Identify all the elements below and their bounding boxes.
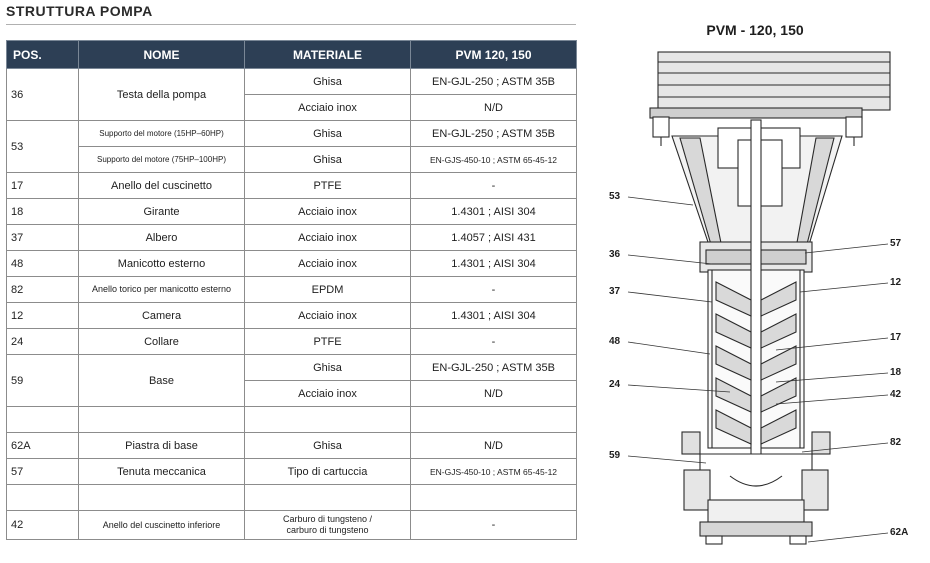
callout-37: 37 (609, 286, 621, 297)
diagram-title: PVM - 120, 150 (706, 22, 804, 38)
cell-nome: Base (78, 354, 245, 407)
cell-nome: Piastra di base (78, 432, 245, 459)
cell-nome: Supporto del motore (15HP–60HP) (78, 120, 245, 147)
callout-24: 24 (609, 379, 621, 390)
motor-housing (649, 51, 891, 119)
table-row (6, 406, 577, 433)
table-row: 17 Anello del cuscinetto PTFE - (6, 172, 577, 199)
leader-lines (627, 196, 889, 543)
cell-pvm: 1.4301 ; AISI 304 (410, 250, 577, 277)
cell-materiale: Acciaio inox (244, 224, 411, 251)
cell-materiale: Tipo di cartuccia (244, 458, 411, 485)
callout-36: 36 (609, 249, 621, 260)
cell-pos: 48 (6, 250, 79, 277)
header-nome: NOME (78, 40, 245, 69)
shaft (750, 119, 762, 481)
cell-pvm: EN-GJL-250 ; ASTM 35B (410, 354, 577, 381)
cell-materiale: Acciaio inox (244, 94, 411, 121)
cell-pvm: EN-GJL-250 ; ASTM 35B (410, 120, 577, 147)
pump-base (681, 431, 831, 523)
cell-pos: 17 (6, 172, 79, 199)
header-pvm: PVM 120, 150 (410, 40, 577, 69)
header-pos: POS. (6, 40, 79, 69)
cell-pos: 18 (6, 198, 79, 225)
table-row (6, 484, 577, 511)
cell-materiale: Acciaio inox (244, 198, 411, 225)
cell-materiale-line2: carburo di tungsteno (286, 525, 369, 535)
cell-nome (78, 484, 245, 511)
callout-57: 57 (890, 238, 902, 249)
cell-pos (6, 484, 79, 511)
cell-pos: 12 (6, 302, 79, 329)
callout-17: 17 (890, 332, 902, 343)
cell-materiale: Ghisa (244, 120, 411, 147)
cell-pvm: 1.4301 ; AISI 304 (410, 198, 577, 225)
cell-pvm: - (410, 510, 577, 540)
cell-materiale: Ghisa (244, 432, 411, 459)
header-materiale: MATERIALE (244, 40, 411, 69)
cell-pvm: N/D (410, 432, 577, 459)
table-row: 24 Collare PTFE - (6, 328, 577, 355)
cell-pvm: EN-GJL-250 ; ASTM 35B (410, 68, 577, 95)
cell-pos: 59 (6, 354, 79, 407)
table-row: 62A Piastra di base Ghisa N/D (6, 432, 577, 459)
cell-nome: Camera (78, 302, 245, 329)
table-row: Supporto del motore (75HP–100HP) Ghisa E… (7, 146, 577, 173)
callout-59: 59 (609, 450, 621, 461)
callout-48: 48 (609, 336, 621, 347)
cell-materiale-line1: Carburo di tungsteno / (282, 514, 373, 524)
table-row: 48 Manicotto esterno Acciaio inox 1.4301… (6, 250, 577, 277)
cell-pos: 62A (6, 432, 79, 459)
cell-pvm: - (410, 276, 577, 303)
callout-42: 42 (890, 389, 902, 400)
parts-table: POS. NOME MATERIALE PVM 120, 150 36 Test… (6, 40, 577, 540)
table-row: 18 Girante Acciaio inox 1.4301 ; AISI 30… (6, 198, 577, 225)
title-divider (6, 24, 576, 25)
callout-62a: 62A (890, 527, 909, 538)
callout-12: 12 (890, 277, 902, 288)
callout-18: 18 (890, 367, 902, 378)
cell-pvm (410, 406, 577, 433)
cell-pos: 37 (6, 224, 79, 251)
cell-nome: Girante (78, 198, 245, 225)
table-row: 57 Tenuta meccanica Tipo di cartuccia EN… (6, 458, 577, 485)
cell-nome: Collare (78, 328, 245, 355)
cell-nome: Anello del cuscinetto inferiore (78, 510, 245, 540)
cell-nome: Anello del cuscinetto (78, 172, 245, 199)
impeller-stages (715, 281, 797, 445)
cell-materiale: Carburo di tungsteno /carburo di tungste… (244, 510, 411, 540)
section-title: STRUTTURA POMPA (6, 3, 153, 19)
cell-pos: 42 (6, 510, 79, 540)
cell-pvm (410, 484, 577, 511)
table-row: 42 Anello del cuscinetto inferiore Carbu… (6, 510, 577, 540)
callout-53: 53 (609, 191, 621, 202)
table-header-row: POS. NOME MATERIALE PVM 120, 150 (6, 40, 577, 69)
table-row: Acciaio inox N/D (7, 94, 577, 121)
cell-materiale (244, 406, 411, 433)
cell-pos: 24 (6, 328, 79, 355)
cell-pvm: N/D (410, 94, 577, 121)
cell-materiale: PTFE (244, 328, 411, 355)
base-plate (699, 521, 813, 545)
cell-pos: 82 (6, 276, 79, 303)
callout-82: 82 (890, 437, 902, 448)
cell-pvm: EN-GJS-450-10 ; ASTM 65-45-12 (410, 458, 577, 485)
